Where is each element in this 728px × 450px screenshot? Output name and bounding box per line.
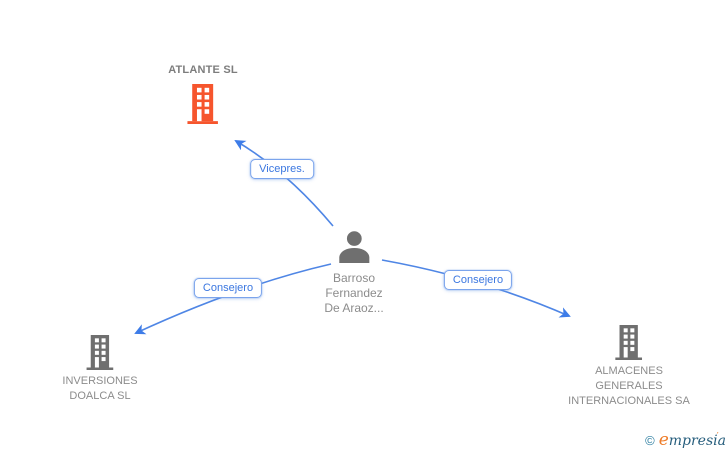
- edge-label-consejero-right[interactable]: Consejero: [443, 270, 513, 290]
- node-person-barroso[interactable]: Barroso Fernandez De Araoz...: [324, 231, 384, 316]
- logo-letter-i: i: [713, 430, 719, 448]
- logo-text-end: a: [717, 433, 726, 449]
- company-name-label: ATLANTE SL: [168, 64, 238, 76]
- node-almacenes-generales[interactable]: ALMACENES GENERALES INTERNACIONALES SA: [568, 325, 690, 409]
- edge-line-vicepres: [234, 139, 334, 227]
- building-icon: [614, 325, 643, 360]
- empresia-logo[interactable]: © empresia: [645, 430, 726, 450]
- person-name-line: Fernandez: [325, 286, 383, 300]
- person-name-label: Barroso Fernandez De Araoz...: [324, 271, 383, 316]
- logo-letter-e: e: [658, 430, 669, 450]
- company-name-line: INTERNACIONALES SA: [568, 395, 690, 407]
- edge-line-consejero-left: [134, 263, 332, 335]
- company-name-label: ALMACENES GENERALES INTERNACIONALES SA: [568, 364, 690, 409]
- company-name-line: ALMACENES: [595, 365, 663, 377]
- company-name-label: INVERSIONES DOALCA SL: [62, 374, 137, 404]
- copyright-icon: ©: [645, 433, 655, 448]
- person-name-line: De Araoz...: [324, 301, 384, 315]
- building-icon: [187, 84, 220, 124]
- node-atlante[interactable]: ATLANTE SL: [168, 64, 238, 124]
- building-icon: [86, 335, 115, 370]
- company-name-line: INVERSIONES: [62, 375, 138, 387]
- company-name-line: GENERALES: [595, 380, 663, 392]
- edge-label-consejero-left[interactable]: Consejero: [193, 278, 263, 298]
- company-name-line: DOALCA SL: [69, 390, 131, 402]
- node-inversiones-doalca[interactable]: INVERSIONES DOALCA SL: [62, 335, 138, 404]
- person-name-line: Barroso: [332, 271, 376, 285]
- edge-label-vicepres[interactable]: Vicepres.: [250, 159, 314, 179]
- logo-text: mpres: [668, 433, 714, 449]
- person-icon: [332, 231, 376, 263]
